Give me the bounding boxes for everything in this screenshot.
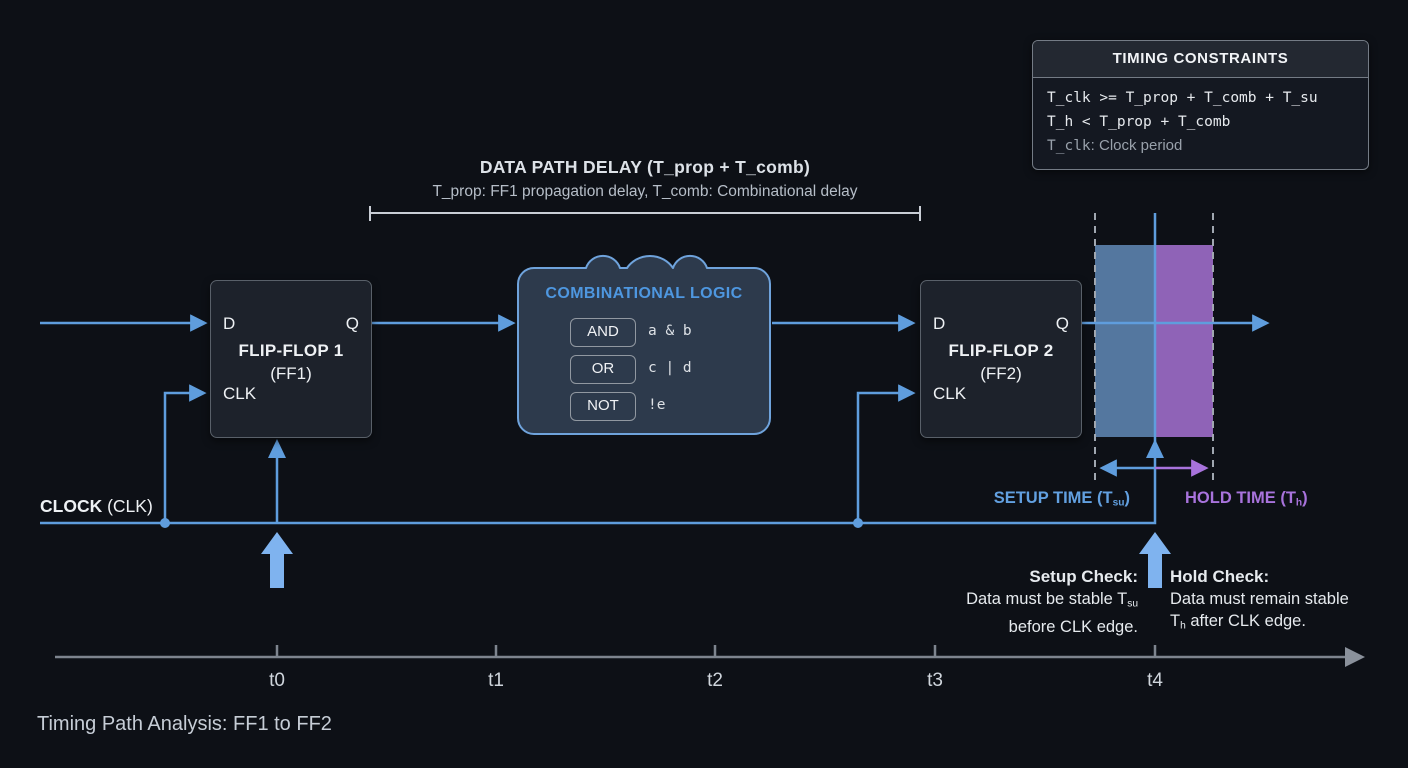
setup-check-line2: before CLK edge.: [1008, 617, 1138, 636]
hold-check-line2: Th after CLK edge.: [1170, 612, 1306, 632]
ff2-q-pin-label: Q: [1055, 314, 1069, 333]
clock-net: [40, 213, 1157, 525]
and-gate-pill: AND: [570, 318, 636, 347]
setup-time-region: [1095, 245, 1155, 437]
ff1-name: FLIP-FLOP 1: [238, 341, 344, 360]
data-path-delay-title: DATA PATH DELAY (T_prop + T_comb): [479, 157, 811, 177]
ff2-d-pin-label: D: [933, 314, 946, 333]
or-gate-expression: c | d: [648, 360, 692, 376]
ff1-subname: (FF1): [270, 364, 312, 383]
data-window-dashed-lines: [1094, 213, 1214, 483]
data-path-delay-subtitle: T_prop: FF1 propagation delay, T_comb: C…: [432, 183, 858, 200]
hold-time-label: HOLD TIME (Th): [1185, 489, 1308, 509]
hold-check-title: Hold Check:: [1170, 567, 1270, 586]
constraint-setup-equation: T_clk >= T_prop + T_comb + T_su: [1047, 90, 1318, 106]
setup-time-label: SETUP TIME (Tsu): [993, 489, 1130, 509]
clock-edge-arrowheads: [268, 439, 1164, 458]
diagram-caption: Timing Path Analysis: FF1 to FF2: [37, 713, 332, 735]
or-gate-pill: OR: [570, 355, 636, 384]
not-gate-expression: !e: [648, 397, 666, 413]
clock-signal-label: CLOCK (CLK): [40, 496, 153, 516]
combinational-logic-title: COMBINATIONAL LOGIC: [545, 285, 743, 302]
ff2-name: FLIP-FLOP 2: [948, 341, 1054, 360]
timeline-label-t1: t1: [488, 670, 504, 691]
timing-constraints-panel: TIMING CONSTRAINTS T_clk >= T_prop + T_c…: [1032, 40, 1369, 170]
flip-flop-2-box: D Q FLIP-FLOP 2 (FF2) CLK: [920, 280, 1082, 438]
not-gate-pill: NOT: [570, 392, 636, 421]
hold-time-region: [1155, 245, 1213, 437]
hold-check-annotation: Hold Check: Data must remain stable Th a…: [1170, 566, 1408, 638]
setup-check-annotation: Setup Check: Data must be stable Tsu bef…: [818, 566, 1138, 638]
timeline-label-t2: t2: [707, 670, 723, 691]
clock-net-junction-dots: [160, 518, 863, 528]
and-gate-expression: a & b: [648, 323, 692, 339]
clock-rising-edge-arrow-t4: [1139, 532, 1171, 588]
hold-check-line1: Data must remain stable: [1170, 590, 1349, 608]
clock-rising-edge-arrow-t0: [261, 532, 293, 588]
ff2-clk-pin-label: CLK: [933, 384, 967, 403]
ff1-clk-pin-label: CLK: [223, 384, 257, 403]
timing-constraints-title: TIMING CONSTRAINTS: [1033, 41, 1368, 78]
ff2-subname: (FF2): [980, 364, 1022, 383]
timeline-axis: [55, 645, 1365, 667]
setup-check-title: Setup Check:: [1029, 567, 1138, 586]
flip-flop-1-box: D Q FLIP-FLOP 1 (FF1) CLK: [210, 280, 372, 438]
data-path-delay-bracket: [369, 206, 921, 221]
data-path-delay-heading: DATA PATH DELAY (T_prop + T_comb) T_prop…: [345, 157, 945, 201]
setup-check-line1: Data must be stable Tsu: [966, 590, 1138, 610]
timeline-label-t3: t3: [927, 670, 943, 691]
constraint-clock-period-note: T_clk: Clock period: [1047, 137, 1183, 154]
ff1-q-pin-label: Q: [345, 314, 359, 333]
combinational-logic-gates: AND a & b OR c | d NOT !e: [518, 268, 770, 434]
ff1-d-pin-label: D: [223, 314, 236, 333]
constraint-hold-equation: T_h < T_prop + T_comb: [1047, 113, 1231, 130]
timeline-label-t0: t0: [269, 670, 285, 691]
timing-constraints-body: T_clk >= T_prop + T_comb + T_su T_h < T_…: [1033, 78, 1368, 169]
combinational-logic-cloud: [517, 254, 771, 435]
timeline-label-t4: t4: [1147, 670, 1163, 691]
